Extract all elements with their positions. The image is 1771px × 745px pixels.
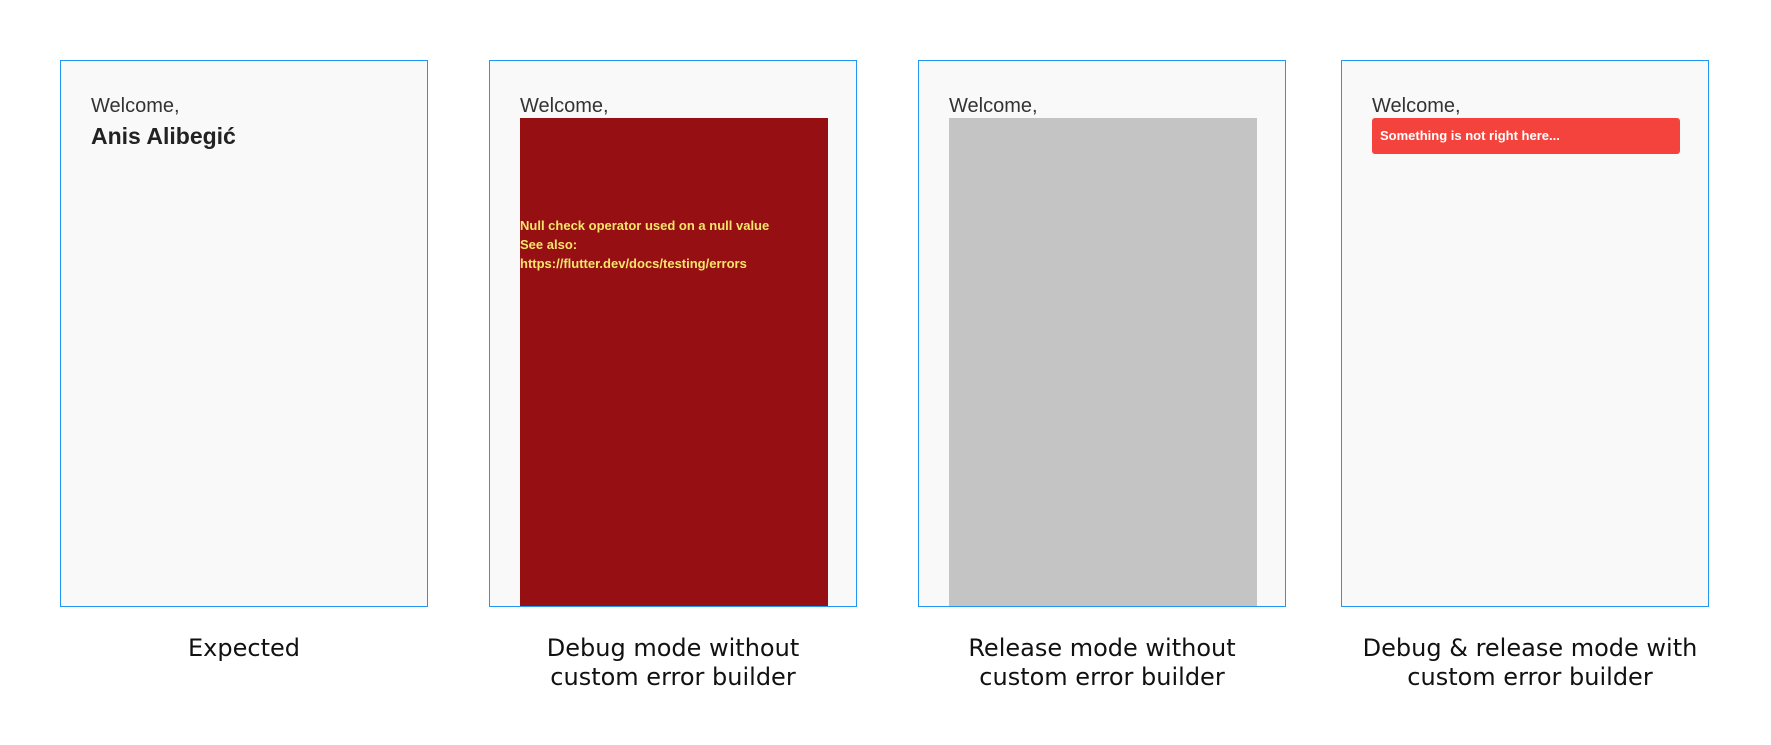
- welcome-label: Welcome,: [1372, 95, 1461, 117]
- caption-line: Expected: [188, 634, 300, 662]
- caption-line: Debug mode without: [546, 634, 800, 662]
- panel-debug-mode: Welcome, Null check operator used on a n…: [489, 60, 857, 607]
- welcome-label: Welcome,: [949, 95, 1038, 117]
- debug-error-widget: Null check operator used on a null value…: [520, 118, 828, 606]
- caption-line: custom error builder: [550, 663, 796, 691]
- custom-error-widget: Something is not right here...: [1372, 118, 1680, 154]
- user-name: Anis Alibegić: [91, 123, 236, 149]
- release-error-widget: [949, 118, 1257, 606]
- caption-line: Release mode without: [968, 634, 1236, 662]
- error-line: See also:: [520, 237, 578, 252]
- error-line: https://flutter.dev/docs/testing/errors: [520, 256, 747, 271]
- panel-release-mode: Welcome,: [918, 60, 1286, 607]
- caption-line: custom error builder: [979, 663, 1225, 691]
- caption-line: custom error builder: [1407, 663, 1653, 691]
- caption-line: Debug & release mode with: [1362, 634, 1698, 662]
- error-line: Null check operator used on a null value: [520, 218, 770, 233]
- custom-error-message: Something is not right here...: [1380, 128, 1560, 143]
- welcome-label: Welcome,: [520, 95, 609, 117]
- panel-custom-error-builder: Welcome, Something is not right here...: [1341, 60, 1709, 607]
- caption-custom-error-builder: Debug & release mode with custom error b…: [1320, 634, 1740, 692]
- panel-expected: Welcome, Anis Alibegić: [60, 60, 428, 607]
- caption-expected: Expected: [34, 634, 454, 663]
- caption-release-mode: Release mode without custom error builde…: [892, 634, 1312, 692]
- debug-error-message: Null check operator used on a null value…: [520, 216, 769, 273]
- caption-debug-mode: Debug mode without custom error builder: [463, 634, 883, 692]
- welcome-label: Welcome,: [91, 95, 180, 117]
